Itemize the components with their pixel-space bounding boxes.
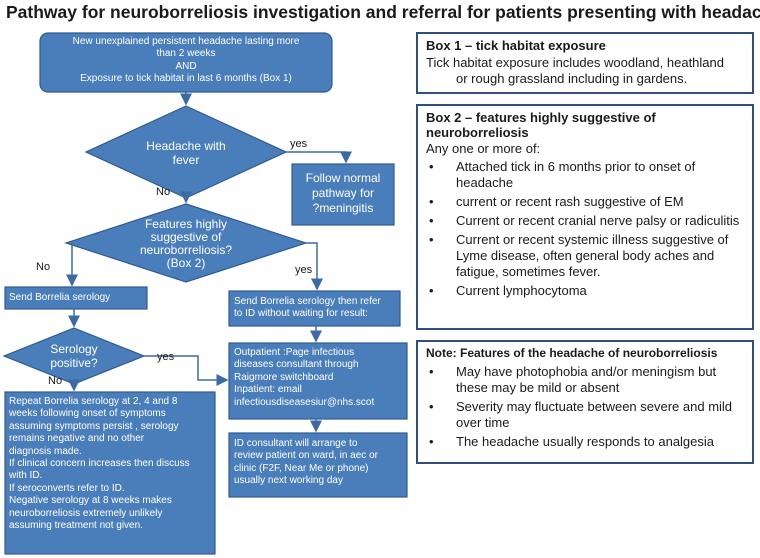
box1-title: Box 1 – tick habitat exposure <box>426 38 606 53</box>
page-title: Pathway for neuroborreliosis investigati… <box>6 2 760 22</box>
send-refer-box <box>228 290 401 327</box>
list-item: May have photophobia and/or meningism bu… <box>426 364 744 396</box>
list-item: Severity may fluctuate between severe an… <box>426 399 744 431</box>
send-serology-box <box>4 286 148 310</box>
id-consultant-box <box>228 432 408 498</box>
arrow-serology-yes <box>144 355 229 386</box>
label-fever-no: No <box>156 186 171 198</box>
outpatient-box <box>228 342 408 420</box>
note-title: Note: Features of the headache of neurob… <box>426 346 718 360</box>
list-item: Current lymphocytoma <box>426 283 744 299</box>
start-text: New unexplained persistent headache last… <box>72 36 300 85</box>
box2-intro: Any one or more of: <box>426 141 541 156</box>
label-serology-no: No <box>48 375 63 387</box>
label-features-yes: yes <box>295 264 313 276</box>
list-item: Attached tick in 6 months prior to onset… <box>426 159 744 191</box>
note-list: May have photophobia and/or meningism bu… <box>426 364 744 450</box>
list-item: current or recent rash suggestive of EM <box>426 194 744 210</box>
arrow-fever-yes <box>286 151 352 164</box>
send-serology-text: Send Borrelia serology <box>9 292 111 303</box>
box1-panel: Box 1 – tick habitat exposure Tick habit… <box>416 32 754 94</box>
list-item: Current or recent cranial nerve palsy or… <box>426 213 744 229</box>
label-serology-yes: yes <box>157 351 175 363</box>
label-fever-yes: yes <box>290 138 308 150</box>
repeat-box <box>4 391 216 555</box>
features-decision <box>64 203 308 283</box>
box1-text: Tick habitat exposure includes woodland,… <box>426 55 724 86</box>
box2-list: Attached tick in 6 months prior to onset… <box>426 159 744 299</box>
list-item: The headache usually responds to analges… <box>426 434 744 450</box>
follow-normal-box <box>291 163 395 226</box>
arrow-features-yes <box>306 242 323 291</box>
list-item: Current or recent systemic illness sugge… <box>426 232 744 280</box>
note-panel: Note: Features of the headache of neurob… <box>416 340 754 464</box>
label-features-no: No <box>36 261 51 273</box>
